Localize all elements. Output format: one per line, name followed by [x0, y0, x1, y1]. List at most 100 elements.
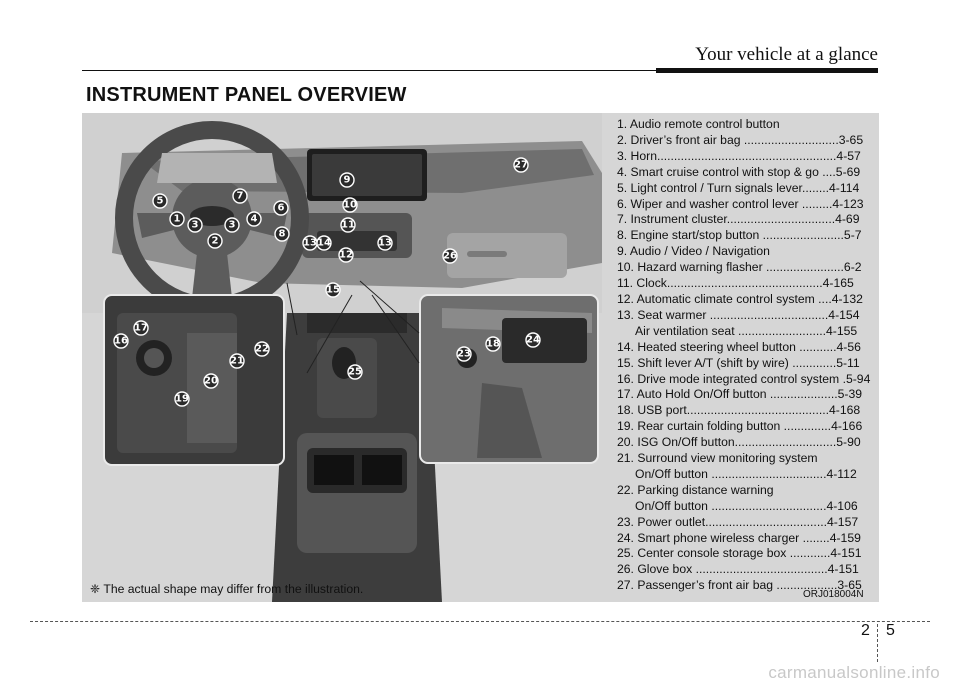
- callout-23: 23: [456, 346, 472, 362]
- legend-item: 9. Audio / Video / Navigation: [617, 244, 770, 259]
- legend-item: 22. Parking distance warning: [617, 482, 774, 497]
- callout-26: 26: [442, 248, 458, 264]
- page-heading: INSTRUMENT PANEL OVERVIEW: [86, 84, 407, 106]
- legend-item: 24. Smart phone wireless charger .......…: [617, 530, 861, 545]
- header-title: Your vehicle at a glance: [695, 44, 878, 65]
- legend-subitem: Air ventilation seat ...................…: [635, 323, 858, 338]
- callout-7: 7: [232, 188, 248, 204]
- svg-text:13: 13: [303, 238, 317, 249]
- svg-text:22: 22: [255, 344, 269, 355]
- svg-text:9: 9: [344, 175, 351, 186]
- legend-item: 23. Power outlet........................…: [617, 514, 859, 529]
- legend-item: 17. Auto Hold On/Off button ............…: [617, 387, 863, 402]
- illustration-panel: 1 2 3 3 4 5 6 7 8 9 10 11 12 13 14 13 15…: [82, 113, 879, 602]
- callout-24: 24: [525, 332, 541, 348]
- legend-item: 3. Horn.................................…: [617, 148, 861, 163]
- legend-item: 4. Smart cruise control with stop & go .…: [617, 164, 861, 179]
- callout-4: 4: [246, 211, 262, 227]
- svg-text:8: 8: [279, 229, 286, 240]
- legend-item: 1. Audio remote control button: [617, 117, 780, 131]
- callout-19: 19: [174, 391, 190, 407]
- callout-10: 10: [342, 197, 358, 213]
- svg-text:11: 11: [341, 220, 355, 231]
- svg-text:2: 2: [212, 236, 219, 247]
- legend-item: 2. Driver’s front air bag ..............…: [617, 132, 864, 147]
- callout-13b: 13: [377, 235, 393, 251]
- legend-item: 16. Drive mode integrated control system…: [617, 371, 871, 386]
- callout-21: 21: [229, 353, 245, 369]
- callout-11: 11: [340, 217, 356, 233]
- legend-item: 19. Rear curtain folding button ........…: [617, 419, 863, 434]
- callout-27: 27: [513, 157, 529, 173]
- svg-text:4: 4: [251, 214, 258, 225]
- callout-14: 14: [316, 235, 332, 251]
- page-separator: [877, 624, 878, 662]
- svg-text:20: 20: [204, 376, 218, 387]
- svg-text:3: 3: [192, 220, 199, 231]
- legend-subitem: On/Off button ..........................…: [635, 498, 858, 513]
- legend-item: 27. Passenger’s front air bag ..........…: [617, 578, 862, 593]
- legend-item: 12. Automatic climate control system ...…: [617, 291, 863, 306]
- callout-25: 25: [347, 364, 363, 380]
- callout-3b: 3: [224, 217, 240, 233]
- legend-item: 8. Engine start/stop button ............…: [617, 228, 862, 243]
- page-number: 5: [886, 622, 895, 639]
- footer-dashed-rule: [30, 621, 930, 622]
- legend-item: 10. Hazard warning flasher .............…: [617, 260, 862, 275]
- svg-text:26: 26: [443, 251, 457, 262]
- callout-5: 5: [152, 193, 168, 209]
- thin-rule: [82, 70, 656, 71]
- callout-8: 8: [274, 226, 290, 242]
- callout-2: 2: [207, 233, 223, 249]
- svg-text:24: 24: [526, 335, 540, 346]
- callout-20: 20: [203, 373, 219, 389]
- header-rule: [656, 68, 878, 73]
- legend-item: 7. Instrument cluster...................…: [617, 212, 860, 227]
- legend-item: 5. Light control / Turn signals lever...…: [617, 180, 860, 195]
- svg-text:1: 1: [174, 214, 181, 225]
- svg-text:27: 27: [514, 160, 528, 171]
- svg-text:23: 23: [457, 349, 471, 360]
- legend-item: 6. Wiper and washer control lever ......…: [617, 196, 864, 211]
- svg-text:3: 3: [229, 220, 236, 231]
- legend-subitem: On/Off button ..........................…: [635, 466, 857, 481]
- instrument-panel-illustration: 1 2 3 3 4 5 6 7 8 9 10 11 12 13 14 13 15…: [82, 113, 602, 602]
- legend-item: 13. Seat warmer ........................…: [617, 307, 860, 322]
- svg-text:18: 18: [486, 339, 500, 350]
- callout-16: 16: [113, 333, 129, 349]
- chapter-number: 2: [861, 622, 870, 639]
- svg-text:10: 10: [343, 200, 357, 211]
- callout-12: 12: [338, 247, 354, 263]
- callout-9: 9: [339, 172, 355, 188]
- callout-18: 18: [485, 336, 501, 352]
- svg-text:12: 12: [339, 250, 353, 261]
- svg-text:19: 19: [175, 394, 189, 405]
- legend-item: 26. Glove box ..........................…: [617, 562, 859, 577]
- legend-item: 25. Center console storage box .........…: [617, 546, 862, 561]
- svg-text:17: 17: [134, 323, 148, 334]
- legend-item: 11. Clock...............................…: [617, 276, 854, 291]
- callout-13a: 13: [302, 235, 318, 251]
- svg-text:5: 5: [157, 196, 164, 207]
- svg-text:7: 7: [237, 191, 244, 202]
- svg-text:13: 13: [378, 238, 392, 249]
- svg-text:15: 15: [326, 285, 340, 296]
- callout-6: 6: [273, 200, 289, 216]
- callout-1: 1: [169, 211, 185, 227]
- callout-17: 17: [133, 320, 149, 336]
- legend-item: 15. Shift lever A/T (shift by wire) ....…: [617, 355, 860, 370]
- svg-text:25: 25: [348, 367, 362, 378]
- callout-22: 22: [254, 341, 270, 357]
- legend-item: 20. ISG On/Off button...................…: [617, 435, 861, 450]
- callout-3a: 3: [187, 217, 203, 233]
- callout-15: 15: [325, 282, 341, 298]
- legend-item: 14. Heated steering wheel button .......…: [617, 339, 861, 354]
- legend-item: 18. USB port............................…: [617, 403, 861, 418]
- figure-reference: ORJ018004N: [803, 589, 864, 600]
- svg-text:16: 16: [114, 336, 128, 347]
- watermark: carmanualsonline.info: [768, 663, 940, 682]
- svg-text:14: 14: [317, 238, 331, 249]
- svg-text:6: 6: [278, 203, 285, 214]
- svg-text:21: 21: [230, 356, 244, 367]
